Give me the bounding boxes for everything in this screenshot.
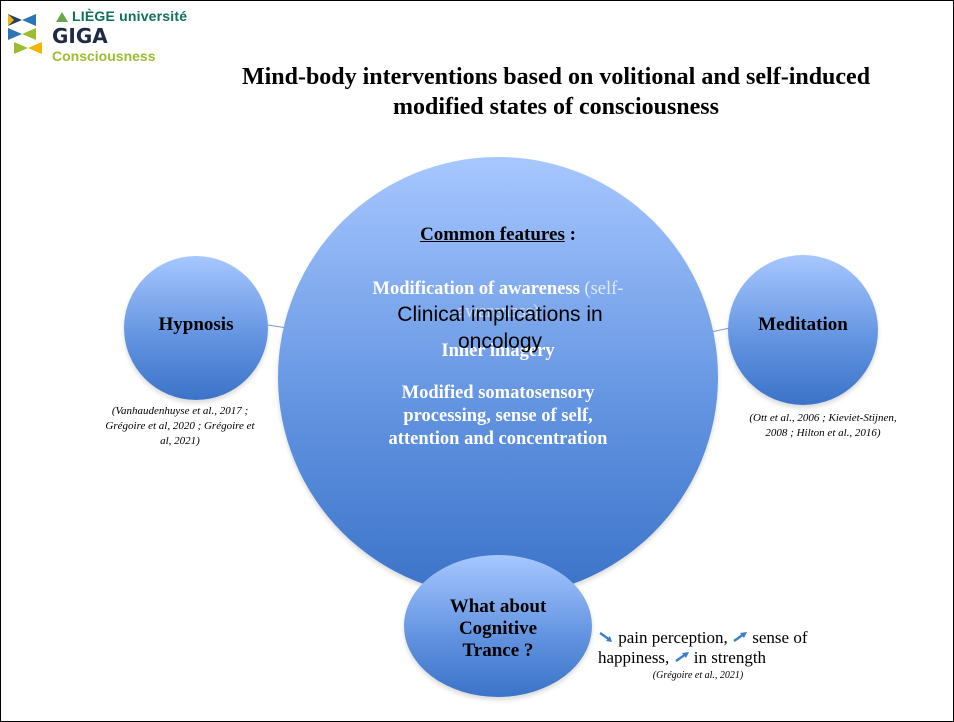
- trance-citation: (Grégoire et al., 2021): [652, 670, 744, 681]
- common-features-heading: Common features :: [420, 224, 576, 245]
- logo-mark-icon: [8, 14, 42, 54]
- cognitive-trance-label: What about Cognitive Trance ?: [449, 596, 547, 661]
- title-line-2: modified states of consciousness: [392, 94, 719, 120]
- up-arrow-icon: [733, 632, 748, 642]
- meditation-circle: [728, 255, 878, 405]
- hypnosis-label: Hypnosis: [158, 314, 234, 335]
- slide-title: Mind-body interventions based on volitio…: [196, 62, 916, 122]
- trance-effects: pain perception, sense of happiness, in …: [598, 628, 858, 683]
- meditation-label: Meditation: [758, 314, 848, 335]
- logo-name: GIGA: [52, 24, 108, 48]
- feature-somatosensory-3: attention and concentration: [388, 429, 608, 449]
- cognitive-trance-circle: [404, 555, 592, 697]
- meditation-citation: (Ott et al., 2006 ; Kieviet-Stijnen, 200…: [749, 412, 897, 439]
- down-arrow-icon: [599, 632, 612, 642]
- effects-line-2: happiness, in strength: [598, 648, 767, 667]
- giga-logo: LIÈGE université GIGA Consciousness: [4, 6, 194, 76]
- title-line-1: Mind-body interventions based on volitio…: [241, 64, 871, 90]
- hypnosis-circle: [124, 256, 268, 400]
- logo-unit: Consciousness: [52, 48, 156, 64]
- common-features-circle: [278, 157, 718, 597]
- feature-somatosensory-1: Modified somatosensory: [401, 383, 595, 403]
- feature-awareness: Modification of awareness (self-: [372, 279, 624, 299]
- up-arrow-icon: [674, 652, 689, 662]
- feature-awareness-cont: awareness): [456, 302, 540, 322]
- effects-line-1: pain perception, sense of: [598, 628, 858, 648]
- hypnosis-citation: (Vanhaudenhuyse et al., 2017 ; Grégoire …: [105, 405, 255, 447]
- feature-somatosensory-2: processing, sense of self,: [403, 406, 593, 426]
- logo-university: LIÈGE université: [56, 8, 187, 24]
- feature-imagery: Inner imagery: [441, 341, 555, 361]
- clinical-implications-overlay: Clinical implications in oncology: [397, 303, 603, 353]
